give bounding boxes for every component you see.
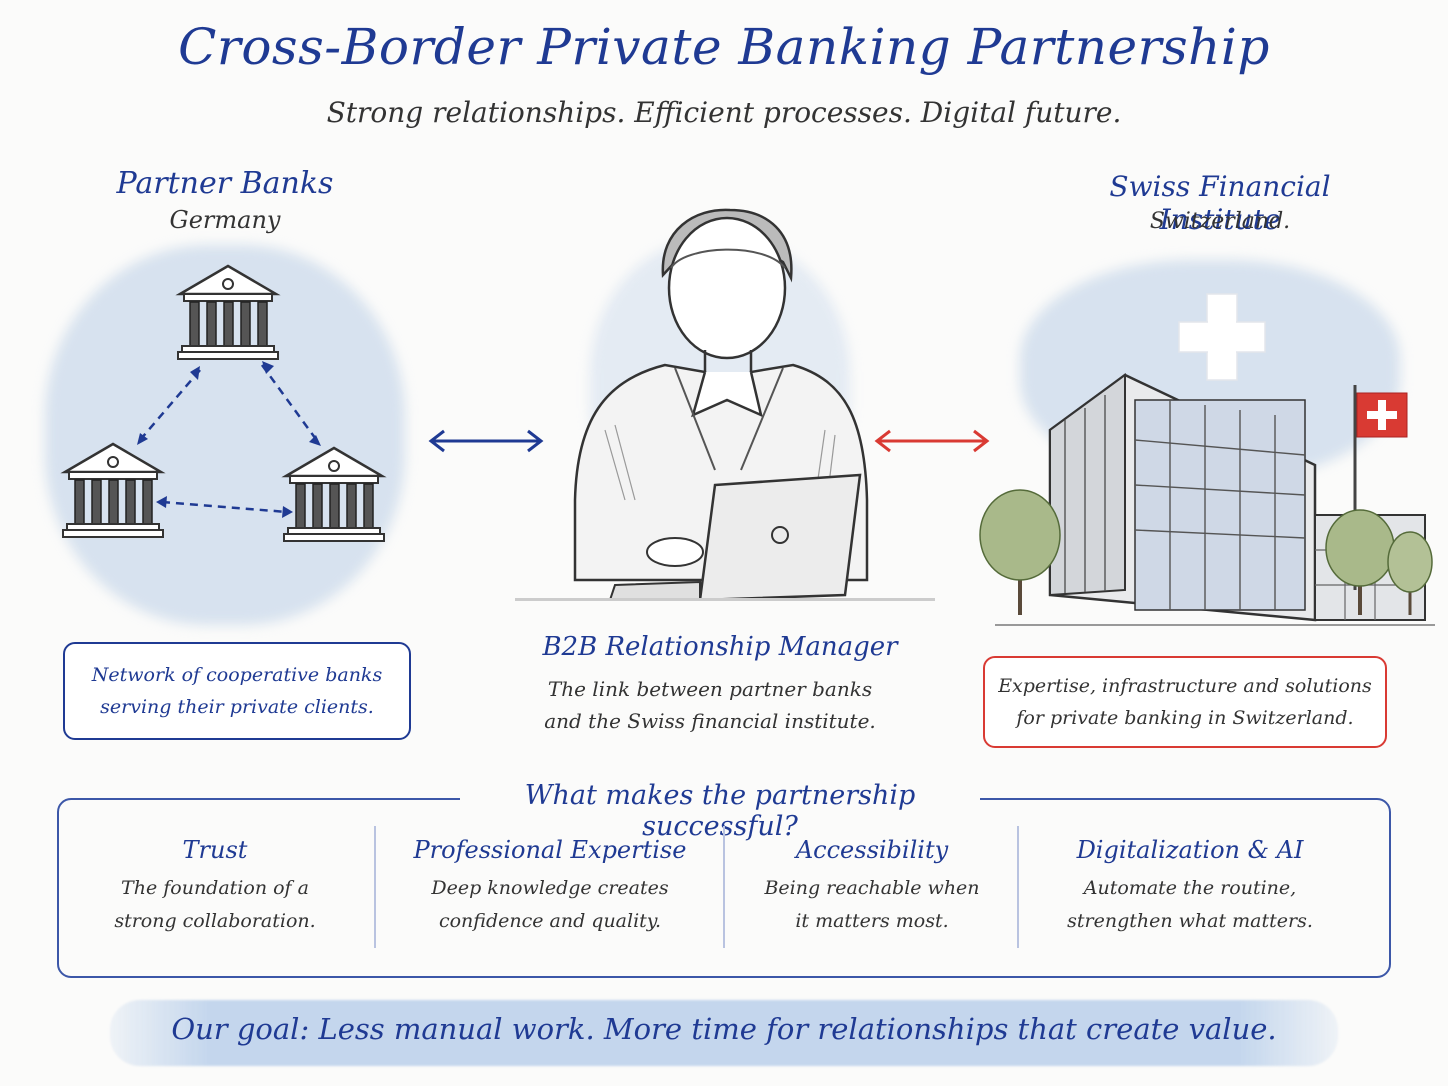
swiss-cross-icon: [1178, 293, 1266, 381]
column-divider: [1017, 826, 1019, 948]
column-divider: [723, 826, 725, 948]
bank-building-icon: [176, 264, 280, 361]
swiss-institute-heading: Swiss Financial Institute: [1109, 170, 1331, 236]
success-column-line: Automate the routine,: [1083, 877, 1297, 899]
swiss-flag-icon: [1353, 385, 1408, 590]
success-column-title: Trust: [182, 836, 248, 864]
success-column-line: strengthen what matters.: [1067, 910, 1313, 932]
switzerland-label: Switzerland.: [1149, 209, 1291, 234]
goal-text: Our goal: Less manual work. More time fo…: [171, 1012, 1277, 1046]
relationship-manager-heading: B2B Relationship Manager: [542, 632, 898, 662]
success-column-line: strong collaboration.: [114, 910, 316, 932]
partner-banks-card: Network of cooperative banks serving the…: [63, 642, 411, 740]
success-column-line: Deep knowledge creates: [431, 877, 669, 899]
partner-banks-heading: Partner Banks: [116, 166, 334, 201]
swiss-institute-card-line: Expertise, infrastructure and solutions: [998, 675, 1372, 697]
success-column-title: Professional Expertise: [413, 836, 687, 864]
partner-banks-network: [61, 264, 386, 543]
red-bidirectional-arrow: [874, 429, 990, 453]
success-column-accessibility: Accessibility Being reachable when it ma…: [728, 836, 1016, 938]
office-building-icon: [995, 373, 1435, 626]
laptop-icon: [608, 473, 862, 600]
success-column-trust: Trust The foundation of a strong collabo…: [60, 836, 370, 938]
relationship-manager-icon: [573, 208, 869, 600]
success-factors-title: What makes the partnership successful?: [460, 780, 980, 842]
table-line: [515, 598, 935, 601]
swiss-institute-card-line: for private banking in Switzerland.: [1016, 707, 1354, 729]
success-column-line: Being reachable when: [764, 877, 980, 899]
success-column-line: The foundation of a: [121, 877, 309, 899]
tree-icon: [979, 489, 1061, 615]
success-column-line: confidence and quality.: [438, 910, 662, 932]
column-divider: [374, 826, 376, 948]
bank-building-icon: [61, 442, 165, 539]
tree-icon: [1387, 531, 1433, 615]
page-subtitle: Strong relationships. Efficient processe…: [326, 96, 1122, 129]
bank-building-icon: [282, 446, 386, 543]
success-column-expertise: Professional Expertise Deep knowledge cr…: [380, 836, 720, 938]
tree-icon: [1325, 509, 1395, 615]
germany-label: Germany: [169, 206, 281, 234]
blue-bidirectional-arrow: [428, 429, 544, 453]
partner-banks-card-line: serving their private clients.: [100, 696, 374, 718]
relationship-manager-line: The link between partner banks: [547, 677, 873, 701]
partner-banks-card-line: Network of cooperative banks: [91, 664, 383, 686]
relationship-manager-line: and the Swiss financial institute.: [544, 709, 876, 733]
office-building-scene: [979, 293, 1435, 626]
success-column-title: Digitalization & AI: [1076, 836, 1304, 864]
success-column-line: it matters most.: [795, 910, 949, 932]
success-column-digitalization: Digitalization & AI Automate the routine…: [1022, 836, 1358, 938]
success-column-title: Accessibility: [795, 836, 949, 864]
goal-banner: [110, 1000, 1338, 1066]
page-title: Cross-Border Private Banking Partnership: [178, 18, 1270, 76]
swiss-institute-card: Expertise, infrastructure and solutions …: [983, 656, 1387, 748]
